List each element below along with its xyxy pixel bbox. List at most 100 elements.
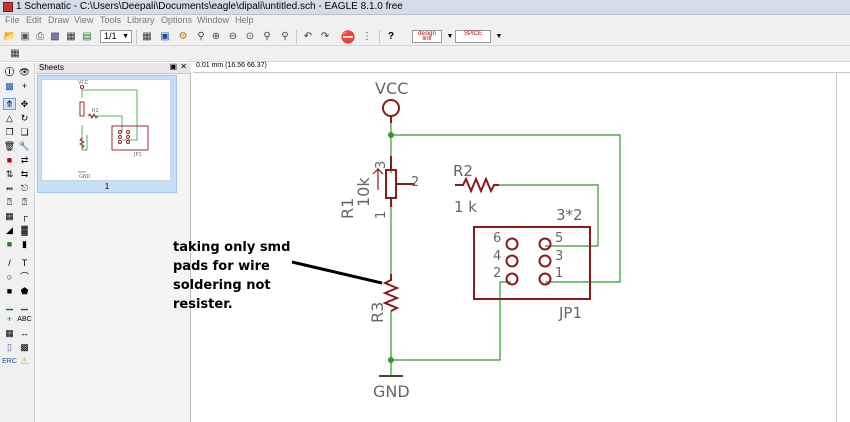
script-icon[interactable]: ▦ xyxy=(142,30,152,42)
erc-icon[interactable]: ERC xyxy=(2,357,17,365)
net-class-icon[interactable]: ▁ xyxy=(21,299,28,310)
annotation-arrow xyxy=(291,260,383,285)
ulp-icon[interactable]: ▣ xyxy=(160,30,170,42)
junction-dot xyxy=(388,132,394,138)
menu-view[interactable]: View xyxy=(74,15,94,25)
chevron-down-icon[interactable]: ▼ xyxy=(446,33,454,40)
name-icon[interactable]: ⍰ xyxy=(6,196,13,207)
rect-icon[interactable]: ■ xyxy=(6,285,13,296)
jp1-pin4-label: 4 xyxy=(493,249,501,264)
info-icon[interactable]: ⓘ xyxy=(4,66,14,77)
gateswap-icon[interactable]: ⇆ xyxy=(20,168,29,179)
delete-icon[interactable]: 🗑 xyxy=(3,140,16,151)
stop-icon[interactable]: ⛔ xyxy=(340,29,356,44)
save-icon[interactable]: ▣ xyxy=(20,30,30,42)
sheet-select[interactable]: 1/1▼ xyxy=(100,30,132,43)
pinswap-icon[interactable]: ⇅ xyxy=(5,168,14,179)
menu-file[interactable]: File xyxy=(5,15,20,25)
move-icon[interactable]: ✥ xyxy=(20,98,29,109)
value-icon[interactable]: ⍰ xyxy=(21,196,28,207)
invoke-icon[interactable]: ⎋ xyxy=(20,182,29,193)
zoom-select-icon[interactable]: ⚲ xyxy=(263,30,271,42)
menu-draw[interactable]: Draw xyxy=(48,15,70,25)
mark-icon[interactable]: + xyxy=(21,80,28,91)
wire-vcc-jp1 xyxy=(391,134,621,283)
net-icon[interactable]: ■ xyxy=(6,238,13,249)
label-icon[interactable]: ABC xyxy=(17,315,32,323)
go-icon[interactable]: ⋮ xyxy=(362,30,372,42)
undock-icon[interactable]: ▣ xyxy=(169,62,177,71)
close-icon[interactable]: ✕ xyxy=(180,62,187,71)
line-icon[interactable]: / xyxy=(8,257,11,268)
replace-icon[interactable]: ⇄ xyxy=(20,154,29,165)
sheets-panel-title: Sheets xyxy=(39,63,64,72)
cam-icon[interactable]: ▩ xyxy=(50,30,60,42)
menu-help[interactable]: Help xyxy=(235,15,254,25)
zoom-redraw-icon[interactable]: ⊙ xyxy=(245,30,255,42)
zoom-fit-icon[interactable]: ⚲ xyxy=(197,30,205,42)
redo-icon[interactable]: ↷ xyxy=(320,30,330,42)
polygon-icon[interactable]: ⬟ xyxy=(20,285,29,296)
miter-icon[interactable]: ┌ xyxy=(21,210,28,221)
rotate-icon[interactable]: ↻ xyxy=(20,112,29,123)
frame-icon[interactable]: ▯ xyxy=(7,341,12,352)
copy-icon[interactable]: ❐ xyxy=(5,126,14,137)
circle-icon[interactable]: ○ xyxy=(6,271,13,282)
design-link-label: design link xyxy=(418,31,436,42)
zoom-in-icon[interactable]: ⊕ xyxy=(211,30,221,42)
menu-window[interactable]: Window xyxy=(197,15,230,25)
r1-pin2-label: 2 xyxy=(411,175,419,190)
zoom-out-icon[interactable]: ⊖ xyxy=(228,30,238,42)
display-icon[interactable]: ▩ xyxy=(5,80,14,91)
sheet-icon[interactable]: ▤ xyxy=(82,30,92,42)
menu-options[interactable]: Options xyxy=(161,15,193,25)
drawing-frame-border xyxy=(836,73,837,422)
junctions xyxy=(388,132,394,363)
add-icon[interactable]: ■ xyxy=(6,154,13,165)
sheet-thumbnail-item[interactable]: VCC GND R2 JP1 1 xyxy=(37,75,177,193)
warning-icon[interactable]: ⚠ xyxy=(20,355,29,366)
select-icon[interactable]: ⤊ xyxy=(3,98,16,110)
schematic-canvas[interactable]: VCC GND R2 1 k 2 3*2 JP1 6 4 2 5 3 1 R1 … xyxy=(193,73,850,422)
zoom-last-icon[interactable]: ⚲ xyxy=(281,30,289,42)
wrench-icon[interactable]: 🔧 xyxy=(18,140,31,151)
menu-edit[interactable]: Edit xyxy=(26,15,42,25)
chevron-down-icon: ▼ xyxy=(122,33,129,40)
library-icon[interactable]: ⚙ xyxy=(178,30,188,42)
help-icon[interactable]: ? xyxy=(387,30,395,42)
design-link-button[interactable]: design link xyxy=(412,30,442,43)
menu-library[interactable]: Library xyxy=(127,15,155,25)
board-icon[interactable]: ▦ xyxy=(66,30,76,42)
wire-icon[interactable]: ▁ xyxy=(6,299,13,310)
show-icon[interactable]: 👁 xyxy=(18,66,31,77)
jp1-pin6-label: 6 xyxy=(493,231,501,246)
text-icon[interactable]: T xyxy=(21,257,28,268)
print-icon[interactable]: ⎙ xyxy=(36,30,44,42)
spice-button[interactable]: SPICE xyxy=(455,30,491,43)
dimension-icon[interactable]: ↔ xyxy=(20,327,29,338)
mirror-icon[interactable]: △ xyxy=(6,112,13,123)
bus-icon[interactable]: ▮ xyxy=(22,238,27,249)
undo-icon[interactable]: ↶ xyxy=(303,30,313,42)
grid-icon[interactable]: ▦ xyxy=(10,47,20,59)
sheets-panel: Sheets ▣ ✕ xyxy=(36,62,191,422)
menu-tools[interactable]: Tools xyxy=(100,15,122,25)
smash-icon[interactable]: ▦ xyxy=(5,210,14,221)
optimize-icon[interactable]: ▓ xyxy=(21,224,28,235)
junction-icon[interactable]: + xyxy=(6,313,13,324)
split-icon[interactable]: ⥈ xyxy=(5,182,14,193)
chevron-down-icon[interactable]: ▼ xyxy=(495,33,503,40)
jp1-pin2-label: 2 xyxy=(493,266,501,281)
modules-icon[interactable]: ▩ xyxy=(20,341,29,352)
attribute-icon[interactable]: ▦ xyxy=(5,327,14,338)
title-bar: 1 Schematic - C:\Users\Deepali\Documents… xyxy=(0,0,850,15)
route-icon[interactable]: ◢ xyxy=(6,224,13,235)
open-icon[interactable]: 📂 xyxy=(3,30,17,42)
sheet-thumbnail: VCC GND R2 JP1 xyxy=(41,79,171,181)
thumb-vcc-label: VCC xyxy=(78,80,89,86)
paste-icon[interactable]: ❏ xyxy=(20,126,29,137)
r3-resistor xyxy=(382,274,400,312)
arc-icon[interactable]: ⌒ xyxy=(19,271,29,282)
jp1-pin3-label: 3 xyxy=(555,249,563,264)
annotation-text: taking only smd pads for wire soldering … xyxy=(173,240,291,312)
